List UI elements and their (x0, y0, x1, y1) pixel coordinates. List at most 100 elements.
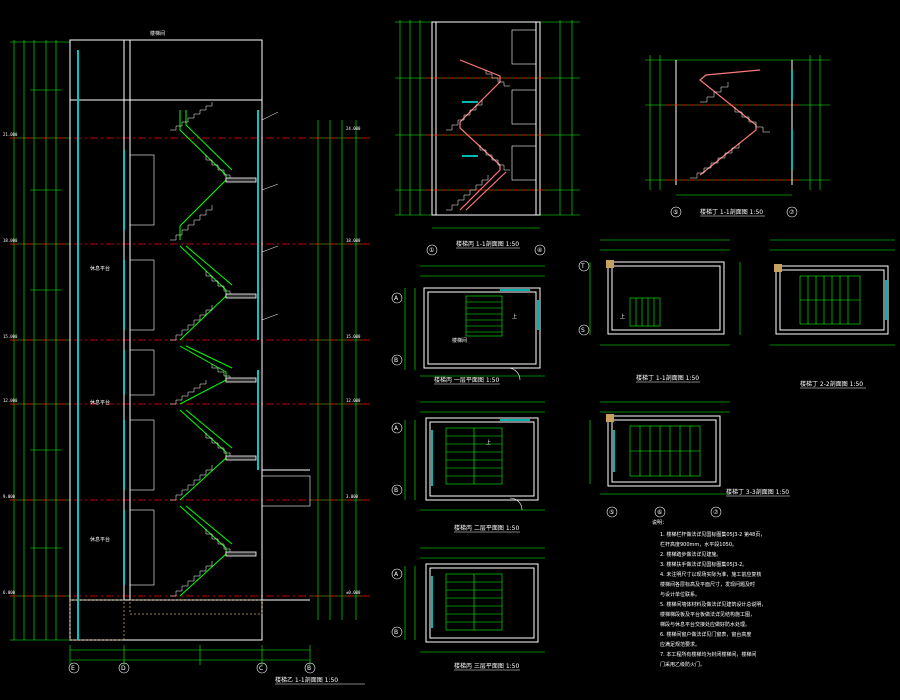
plan-1-axes: A B (391, 292, 403, 366)
main-level-r1: 18.000 (346, 238, 361, 243)
main-foundation (69, 475, 311, 641)
plan-2-up: 上 (486, 439, 491, 446)
main-right-dimensions (310, 120, 362, 620)
plan-2-title: 楼梯丙 二层平面图 1:50 (454, 524, 519, 532)
plan-5-dimensions (770, 239, 895, 346)
plan-4-axes: T S (578, 260, 590, 336)
plan-6-axis-3: ⑦ (713, 509, 719, 516)
plan-1-room: 楼梯间 (452, 337, 467, 344)
plan-4-up: 上 (620, 313, 625, 320)
main-section: 21.000 18.000 15.000 12.000 9.000 6.000 … (3, 30, 370, 685)
main-section-title: 楼梯乙 1-1剖面图 1:50 (275, 676, 338, 684)
plan-2-door (509, 497, 523, 511)
plan-6-title: 楼梯丁 3-3剖面图 1:50 (726, 488, 789, 496)
notes-line-2: 栏杆高度900mm，水平段1050。 (660, 541, 737, 548)
plan-6-walls (607, 415, 721, 487)
main-level-l1: 21.000 (3, 132, 18, 137)
plan-2-walls (425, 417, 539, 501)
plan-1: 楼梯间 上 A B 楼梯丙 一层平面图 1:50 (391, 265, 545, 385)
main-axis-bubbles: E D C B (68, 662, 316, 674)
plan-3-axes: A B (391, 568, 403, 638)
main-level-l4: 12.000 (3, 398, 18, 403)
plan-4-title: 楼梯丁 1-1剖面图 1:50 (636, 374, 699, 382)
section-b: ⑤ ⑦ 楼梯丁 1-1剖面图 1:50 (645, 55, 830, 218)
main-level-lines (10, 137, 370, 597)
main-axis-2: D (121, 665, 126, 672)
plan-6-axis-1: ⑤ (609, 509, 614, 516)
main-level-l6: 6.000 (3, 590, 16, 595)
section-b-axis-1: ⑤ (673, 209, 678, 216)
section-a-title: 楼梯丙 1-1剖面图 1:50 (456, 240, 519, 248)
plan-2-dimensions (404, 401, 545, 511)
section-a-stair-rails (459, 59, 507, 211)
section-b-walls (675, 60, 793, 185)
plan-2-axes: A B (391, 422, 403, 496)
section-a-glazing (462, 101, 478, 157)
section-a-treads (446, 70, 510, 211)
section-b-title: 楼梯丁 1-1剖面图 1:50 (700, 208, 763, 216)
plan-5-column (774, 264, 782, 272)
plan-3-axis-b: B (394, 629, 398, 636)
plan-2: 上 A B 楼梯丙 二层平面图 1:50 (391, 401, 545, 533)
notes-line-14: 门采用乙级防火门。 (660, 661, 705, 668)
notes-line-13: 7. 本工程所有楼梯均为封闭楼梯间，楼梯间 (660, 651, 756, 658)
main-level-r3: 12.000 (346, 398, 361, 403)
notes-line-5: 4. 未注明尺寸以现场实际为准，施工前应复核 (660, 571, 761, 578)
notes-line-4: 3. 楼梯扶手做法详见国标图集05J3-2。 (660, 561, 747, 568)
notes-line-12: 应满足规范要求。 (660, 641, 700, 648)
plan-5-stairs (799, 275, 861, 325)
plan-2-axis-a: A (394, 425, 399, 432)
main-level-top: 24.000 (346, 126, 361, 131)
plan-6: ⑤ ⑥ ⑦ 楼梯丁 3-3剖面图 1:50 (589, 401, 790, 518)
section-a-axis-2: ④ (537, 247, 542, 254)
plan-1-axis-b: B (394, 357, 398, 364)
notes-heading: 说明： (652, 519, 667, 526)
main-landings (225, 177, 257, 557)
plan-4-walls (607, 261, 725, 335)
plan-2-stairs (445, 427, 503, 485)
plan-4-stairs (629, 297, 661, 327)
main-room-2: 休息平台 (90, 399, 110, 406)
main-level-r4: 3.000 (346, 494, 359, 499)
plan-1-glazing (500, 289, 539, 330)
main-room-3: 休息平台 (90, 536, 110, 543)
notes-line-8: 5. 楼梯间墙体材料及做法详见建筑设计总说明， (660, 601, 766, 608)
main-axis-1: E (71, 665, 75, 672)
plan-5-title: 楼梯丁 2-2剖面图 1:50 (800, 380, 863, 388)
notes-line-3: 2. 楼梯踏步做法详见建施。 (660, 551, 721, 558)
plan-1-stairs (465, 295, 503, 337)
section-b-levels (665, 104, 800, 181)
notes-line-10: 梯段与休息平台交接处应做好防水处理。 (660, 621, 750, 628)
plan-3: A B 楼梯丙 三层平面图 1:50 (391, 547, 545, 671)
plan-6-stairs (629, 425, 701, 477)
main-bottom-dimensions (69, 645, 311, 665)
plan-3-title: 楼梯丙 三层平面图 1:50 (454, 662, 519, 670)
notes-block: 说明： 1. 楼梯栏杆做法详见国标图集05J3-2 第48页， 栏杆高度900m… (652, 519, 766, 668)
notes-line-9: 楼梯梯段板及平台板做法详见结构施工图， (660, 611, 755, 618)
plan-6-axis-2: ⑥ (657, 509, 662, 516)
section-a-windows (511, 29, 537, 181)
section-b-rails (699, 69, 761, 176)
section-b-dimensions (645, 55, 830, 196)
section-a-axes: ① ④ (426, 244, 546, 256)
section-a-axis-1: ① (429, 247, 434, 254)
section-a: ① ④ 楼梯丙 1-1剖面图 1:50 (395, 20, 580, 256)
plan-2-glazing (431, 419, 530, 486)
plan-6-column (606, 414, 614, 422)
plan-3-stairs (445, 573, 503, 631)
plan-3-dimensions (404, 547, 545, 653)
plan-6-dimensions (589, 401, 730, 495)
section-a-walls (431, 21, 541, 216)
main-level-l2: 18.000 (3, 238, 18, 243)
plan-2-axis-b: B (394, 487, 398, 494)
notes-line-6: 楼梯间各层标高及平面尺寸，发现问题及时 (660, 581, 755, 588)
plan-1-door (507, 367, 521, 381)
main-windows (129, 154, 155, 586)
main-level-l5: 9.000 (3, 494, 16, 499)
plan-4-dimensions (589, 239, 741, 346)
plan-3-axis-a: A (394, 571, 399, 578)
main-axis-4: B (307, 665, 311, 672)
plan-6-axes: ⑤ ⑥ ⑦ (606, 506, 722, 518)
plan-5: 楼梯丁 2-2剖面图 1:50 (770, 239, 895, 389)
main-stair-treads (170, 102, 236, 597)
